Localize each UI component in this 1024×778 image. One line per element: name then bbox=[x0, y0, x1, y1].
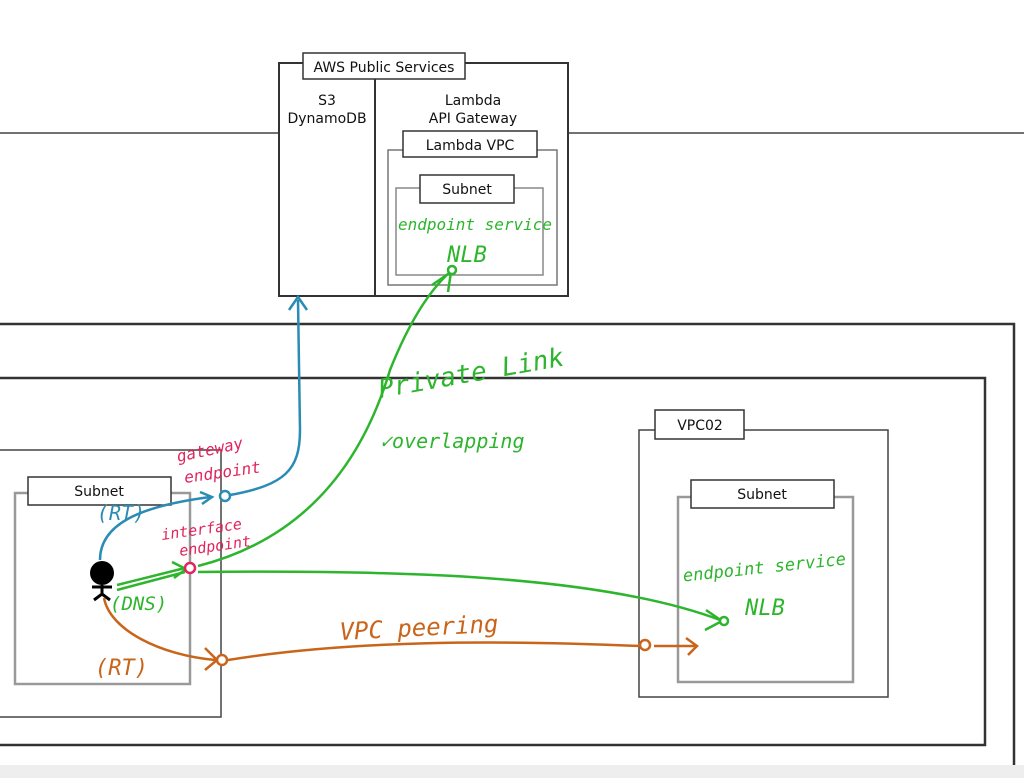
vpc-peering-label: VPC peering bbox=[339, 610, 499, 646]
region-vpc-area-box bbox=[0, 376, 987, 747]
rt-label-orange: (RT) bbox=[95, 656, 148, 681]
rt-label-blue: (RT) bbox=[97, 501, 145, 525]
service-lambda: Lambda bbox=[445, 93, 501, 109]
service-api-gateway: API Gateway bbox=[429, 111, 517, 127]
lambda-vpc-box: Lambda VPC Subnet endpoint service NLB bbox=[387, 130, 558, 286]
vpc02-subnet-title: Subnet bbox=[737, 487, 787, 503]
vpc02-nlb: NLB bbox=[744, 596, 785, 621]
vpc01-box: Subnet bbox=[0, 449, 222, 718]
user-icon bbox=[90, 561, 114, 602]
vpc02-endpoint-service: endpoint service bbox=[682, 550, 847, 587]
private-link-label: Private Link bbox=[376, 343, 567, 405]
private-link-route bbox=[116, 264, 730, 632]
gateway-endpoint-route bbox=[98, 294, 309, 561]
lambda-vpc-title: Lambda VPC bbox=[426, 138, 515, 154]
overlapping-label: ✓overlapping bbox=[380, 429, 525, 453]
vpc02-title: VPC02 bbox=[677, 418, 723, 434]
vpc-peering-route bbox=[102, 597, 699, 671]
service-s3: S3 bbox=[318, 93, 336, 109]
lambda-subnet-title: Subnet bbox=[442, 182, 492, 198]
lambda-nlb: NLB bbox=[446, 243, 487, 268]
vpc02-box: VPC02 Subnet endpoint service NLB bbox=[638, 409, 889, 698]
aws-public-services-box: AWS Public Services S3 DynamoDB Lambda A… bbox=[278, 52, 569, 297]
bottom-bar bbox=[0, 765, 1024, 778]
dns-label: (DNS) bbox=[110, 593, 167, 615]
account-box bbox=[0, 322, 1016, 772]
lambda-endpoint-service: endpoint service bbox=[398, 215, 552, 234]
service-dynamodb: DynamoDB bbox=[287, 111, 366, 127]
vpc01-subnet-title: Subnet bbox=[74, 484, 124, 500]
public-services-title: AWS Public Services bbox=[314, 60, 455, 76]
